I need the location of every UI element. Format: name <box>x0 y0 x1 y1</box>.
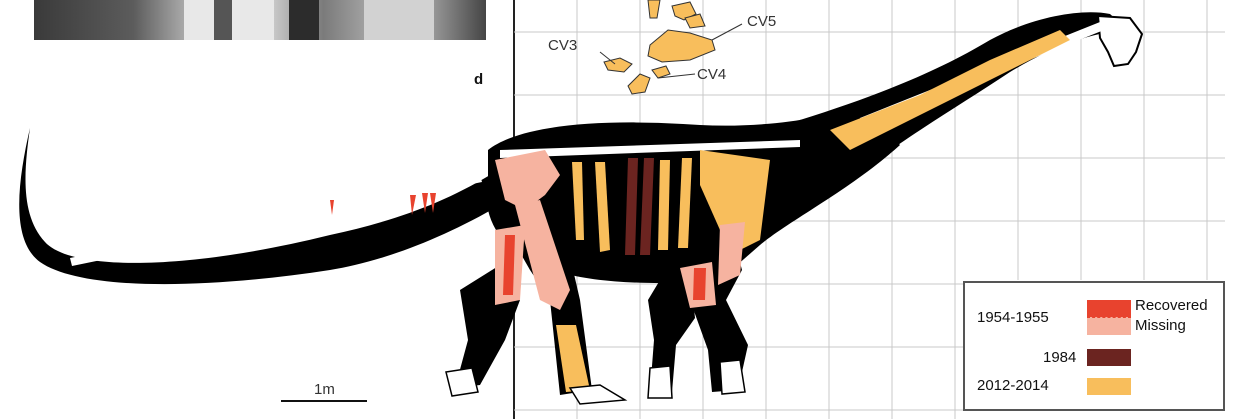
cv5-label: CV5 <box>747 13 776 30</box>
cv3-label: CV3 <box>548 37 577 54</box>
legend-year-1984: 1984 <box>1043 349 1076 366</box>
swatch-2012-2014 <box>1087 378 1131 395</box>
feet <box>446 360 745 404</box>
swatch-recovered-1954 <box>1087 300 1131 317</box>
legend-year-1954: 1954-1955 <box>977 309 1049 326</box>
swatch-missing-1954 <box>1087 317 1131 335</box>
legend: 1954-1955 Recovered Missing 1984 2012-20… <box>963 281 1225 411</box>
swatch-1984 <box>1087 349 1131 366</box>
scale-bar: 1m <box>281 381 367 401</box>
legend-year-2012: 2012-2014 <box>977 377 1049 394</box>
legend-recovered: Recovered <box>1135 297 1208 314</box>
legend-missing: Missing <box>1135 317 1186 334</box>
cv4-label: CV4 <box>697 66 726 83</box>
panel-label: d <box>474 71 483 88</box>
scale-bar-label: 1m <box>314 381 335 398</box>
